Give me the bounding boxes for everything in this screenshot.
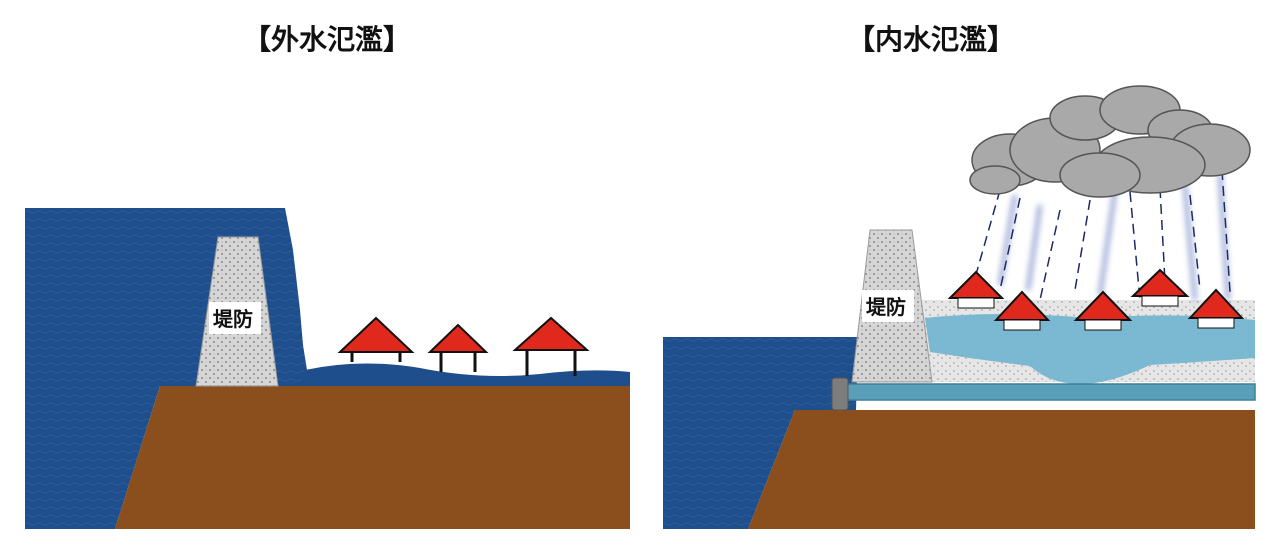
levee-label-bg-left <box>209 302 261 334</box>
river-water-right <box>663 337 858 529</box>
panel-title-internal-flood: 【内水氾濫】 <box>847 23 1016 56</box>
ground-left <box>115 386 630 529</box>
rain <box>974 169 1231 301</box>
house-right-2 <box>993 290 1051 331</box>
house-left-3 <box>512 316 590 376</box>
rain-cloud <box>969 85 1251 198</box>
left-panel-external-flood: 堤防 <box>25 208 630 529</box>
ground-right <box>748 410 1255 529</box>
right-panel-internal-flood: 堤防 <box>663 85 1256 529</box>
house-right-5 <box>1187 288 1245 329</box>
house-right-4 <box>1130 268 1190 307</box>
levee-label-left: 堤防 <box>213 307 253 331</box>
house-left-1 <box>337 316 415 362</box>
house-right-1 <box>947 270 1005 309</box>
drainage-pipe <box>844 383 1256 401</box>
panel-title-external-flood: 【外水氾濫】 <box>243 23 412 56</box>
flood-water-left <box>300 363 630 386</box>
ponding-water-right <box>925 314 1255 384</box>
levee-label-right: 堤防 <box>866 295 906 319</box>
levee-label-bg-right <box>862 290 914 322</box>
sluice-gate <box>831 377 849 411</box>
house-right-3 <box>1073 290 1133 331</box>
house-left-2 <box>427 323 489 372</box>
